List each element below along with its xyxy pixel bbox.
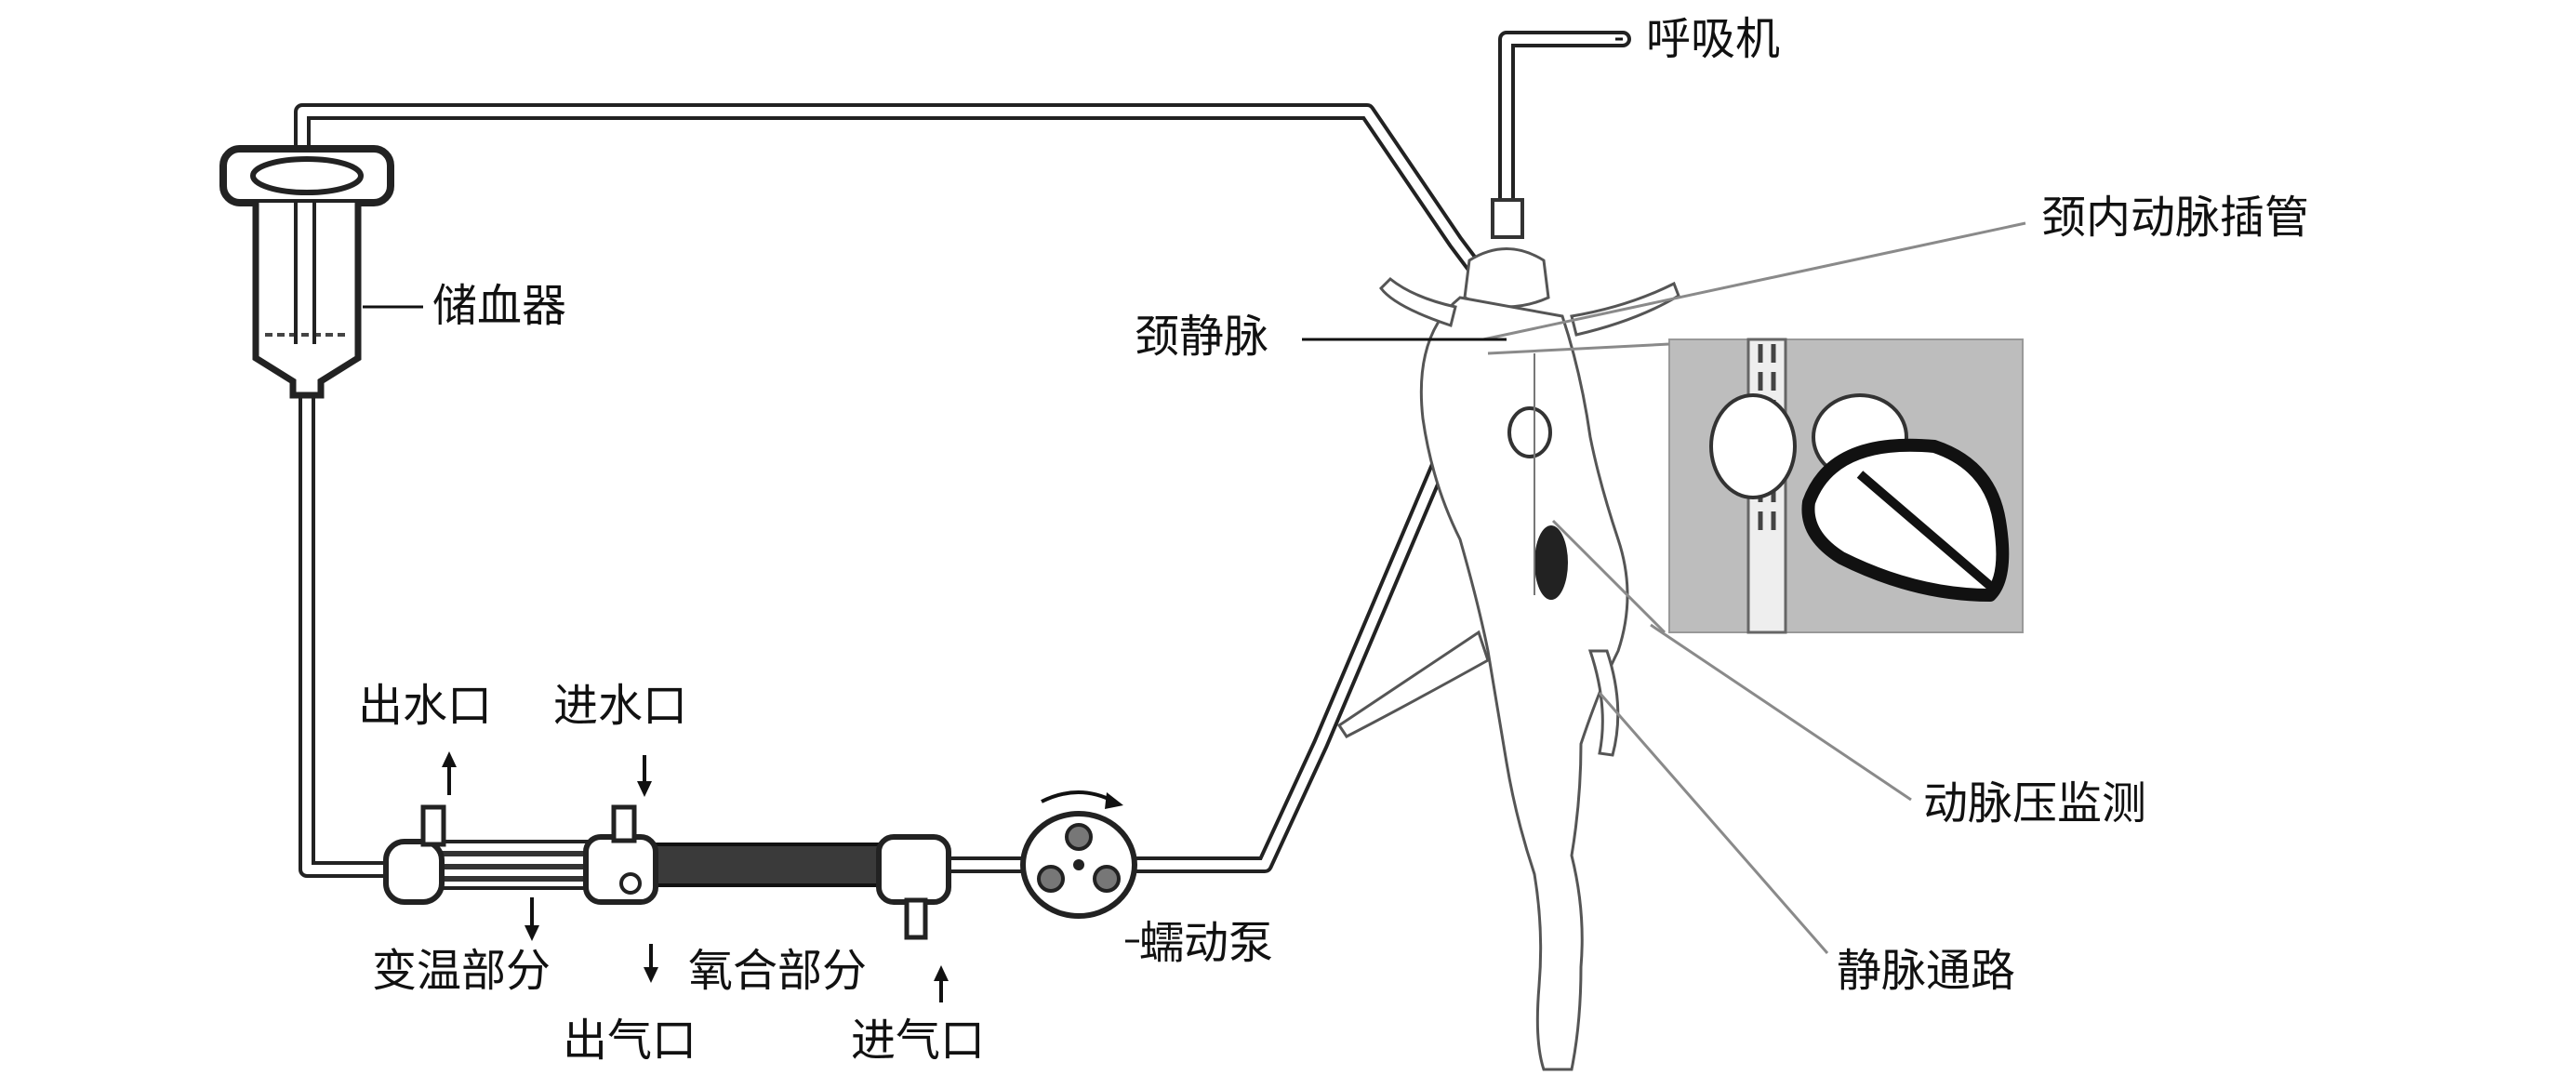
peristaltic-pump — [1020, 790, 1137, 919]
label-internal-carotid-cannula: 颈内动脉插管 — [2041, 192, 2309, 244]
label-arterial-pressure-monitor: 动脉压监测 — [1923, 777, 2146, 829]
label-gas-inlet: 进气口 — [851, 1015, 985, 1067]
tubing-circuit — [294, 31, 1631, 878]
gas-inlet-arrow-icon — [934, 965, 949, 1002]
label-jugular-vein: 颈静脉 — [1135, 311, 1268, 363]
label-water-inlet: 进水口 — [553, 680, 687, 732]
blood-reservoir — [219, 145, 394, 399]
water-inlet-arrow-icon — [637, 755, 652, 797]
flow-arrows — [442, 751, 949, 1002]
animal-outline — [1336, 198, 1680, 1071]
oxygenator-assembly — [383, 804, 951, 940]
heat-exchanger-arrow-icon — [524, 897, 539, 941]
water-outlet-arrow-icon — [442, 751, 457, 795]
label-peristaltic-pump: 蠕动泵 — [1139, 917, 1273, 969]
label-gas-outlet: 出气口 — [563, 1015, 697, 1067]
labels: 呼吸机 颈内动脉插管 储血器 颈静脉 出水口 进水口 变温部分 氧合部分 出气口… — [358, 13, 2309, 1067]
ventilator-tube — [1498, 31, 1631, 213]
top-return-tube — [294, 103, 1506, 306]
label-heat-exchanger: 变温部分 — [372, 945, 551, 997]
pump-rotation-arrow-icon — [1041, 790, 1115, 803]
label-reservoir: 储血器 — [432, 280, 566, 332]
heart-inset — [1668, 338, 2024, 634]
gas-outlet-arrow-icon — [644, 944, 658, 983]
label-ventilator: 呼吸机 — [1646, 13, 1780, 65]
label-water-outlet: 出水口 — [358, 680, 492, 732]
leader-lines — [363, 37, 2026, 954]
label-oxygenator: 氧合部分 — [688, 945, 867, 997]
label-venous-access: 静脉通路 — [1837, 945, 2015, 997]
reservoir-down-tube — [299, 382, 399, 878]
